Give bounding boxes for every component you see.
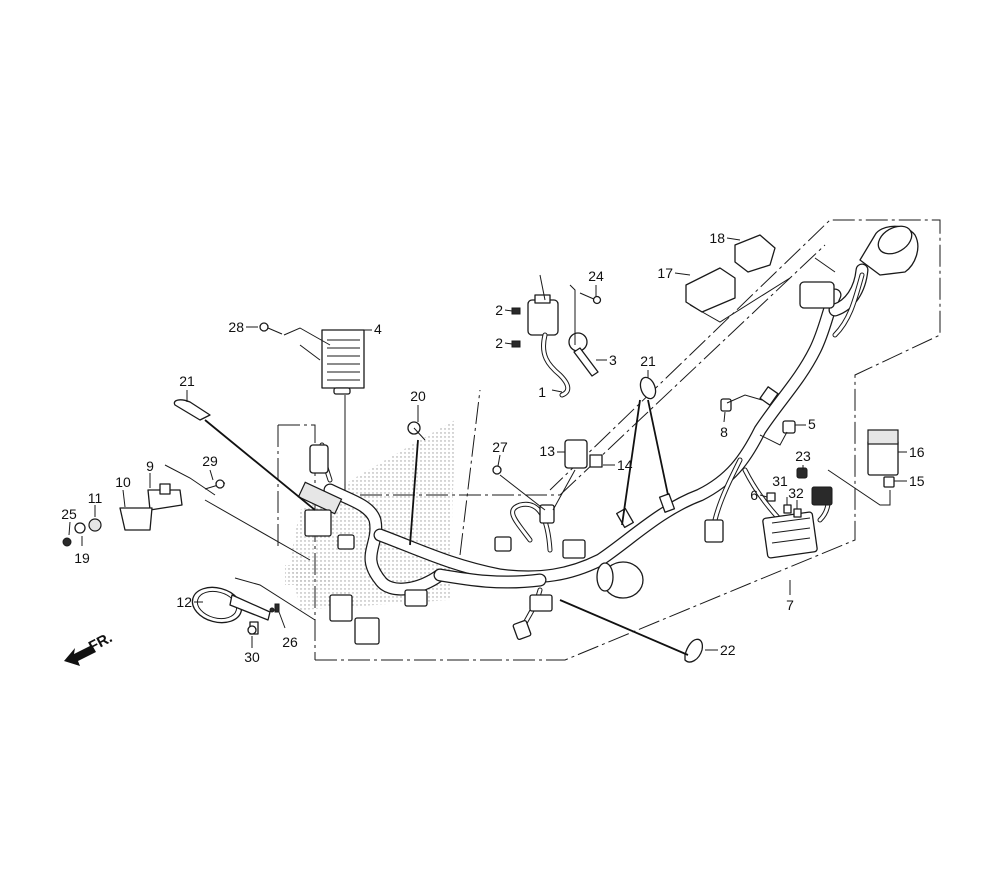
- callout-5[interactable]: 5: [808, 416, 816, 432]
- cable-band-left[interactable]: [173, 399, 211, 421]
- callout-20[interactable]: 20: [410, 388, 426, 404]
- callout-24[interactable]: 24: [588, 268, 604, 284]
- callout-6[interactable]: 6: [750, 487, 758, 503]
- callout-4[interactable]: 4: [374, 321, 382, 337]
- callout-28[interactable]: 28: [228, 319, 244, 335]
- harness-clamp[interactable]: [684, 638, 703, 663]
- callout-29[interactable]: 29: [202, 453, 218, 469]
- ignition-coil[interactable]: [511, 294, 571, 398]
- callout-22[interactable]: 22: [720, 642, 736, 658]
- coil-bolt[interactable]: [579, 292, 602, 305]
- cable-band-right[interactable]: [638, 375, 659, 400]
- callout-26[interactable]: 26: [282, 634, 298, 650]
- callout-31[interactable]: 31: [772, 473, 788, 489]
- starter-relay[interactable]: [867, 429, 899, 488]
- leader-lines: [68, 237, 907, 656]
- callout-12[interactable]: 12: [176, 594, 192, 610]
- callout-23[interactable]: 23: [795, 448, 811, 464]
- callout-10[interactable]: 10: [115, 474, 131, 490]
- callout-labels: 1 2 2 3 4 5 6 7 8 9 10 11 12 13 14 15 16…: [61, 230, 925, 665]
- callout-8[interactable]: 8: [720, 424, 728, 440]
- callout-19[interactable]: 19: [74, 550, 90, 566]
- callout-21-left[interactable]: 21: [179, 373, 195, 389]
- flange-bolt[interactable]: [492, 465, 502, 475]
- callout-9[interactable]: 9: [146, 458, 154, 474]
- regulator-rectifier[interactable]: [321, 329, 365, 395]
- callout-3[interactable]: 3: [609, 352, 617, 368]
- callout-7[interactable]: 7: [786, 597, 794, 613]
- small-fasteners[interactable]: [247, 603, 280, 635]
- callout-25[interactable]: 25: [61, 506, 77, 522]
- callout-17[interactable]: 17: [657, 265, 673, 281]
- callout-11[interactable]: 11: [88, 490, 103, 506]
- callout-13[interactable]: 13: [539, 443, 555, 459]
- callout-30[interactable]: 30: [244, 649, 260, 665]
- callout-16[interactable]: 16: [909, 444, 925, 460]
- spark-plug-cap[interactable]: [568, 332, 599, 377]
- sensor-switch[interactable]: [564, 439, 603, 469]
- callout-18[interactable]: 18: [709, 230, 725, 246]
- front-direction-indicator: FR.: [64, 629, 115, 666]
- callout-21-right[interactable]: 21: [640, 353, 656, 369]
- control-unit[interactable]: [685, 234, 776, 313]
- sensor-bracket-assembly[interactable]: [62, 479, 226, 547]
- callout-27[interactable]: 27: [492, 439, 508, 455]
- main-wire-harness[interactable]: [297, 221, 919, 645]
- callout-15[interactable]: 15: [909, 473, 925, 489]
- regulator-bolt[interactable]: [259, 322, 283, 335]
- callout-32[interactable]: 32: [788, 485, 804, 501]
- front-arrow-icon: [64, 645, 96, 666]
- group-frame-lines: [277, 219, 941, 661]
- callout-14[interactable]: 14: [617, 457, 633, 473]
- callout-1[interactable]: 1: [538, 384, 546, 400]
- horn[interactable]: [188, 582, 275, 635]
- callout-2a[interactable]: 2: [495, 302, 503, 318]
- callout-2b[interactable]: 2: [495, 335, 503, 351]
- band-clip[interactable]: [407, 421, 426, 441]
